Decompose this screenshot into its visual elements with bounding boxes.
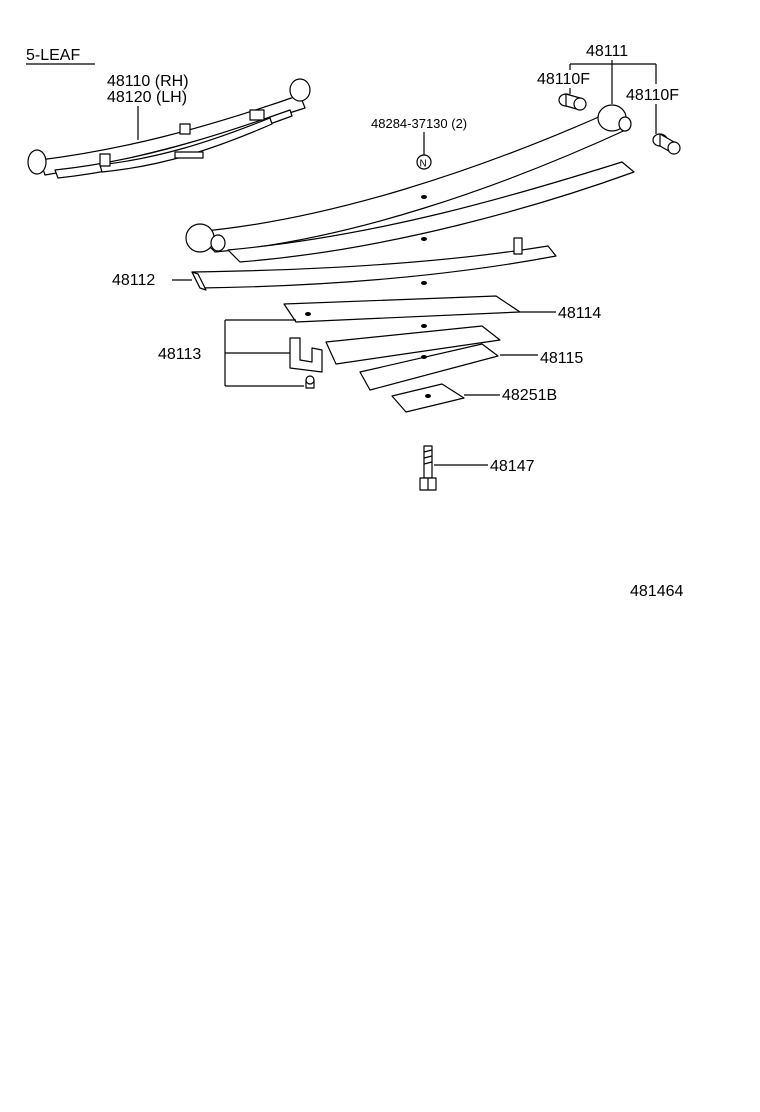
leaf-spring-assembly-thumbnail[interactable] <box>27 78 311 179</box>
pad-48251b[interactable] <box>391 383 465 413</box>
label-48111: 48111 <box>586 43 628 60</box>
bushing-48110f-left[interactable] <box>558 93 587 111</box>
leaf-48112[interactable] <box>191 237 557 291</box>
leaf-lower[interactable] <box>359 343 499 391</box>
clip-48113[interactable] <box>289 337 323 373</box>
leaf-2[interactable] <box>227 161 635 263</box>
label-48110: 48110 (RH) <box>107 73 189 90</box>
label-48113: 48113 <box>158 346 201 363</box>
main-leaf-48111[interactable] <box>185 104 632 253</box>
leaf-48115[interactable] <box>325 324 501 365</box>
center-bolt-48147[interactable] <box>419 445 437 491</box>
label-48110f-left: 48110F <box>537 71 590 88</box>
diagram-title: 5-LEAF <box>26 47 80 64</box>
label-48110f-right: 48110F <box>626 87 679 104</box>
label-48114: 48114 <box>558 305 601 322</box>
label-48284: 48284-37130 (2) <box>371 116 467 131</box>
label-48251b: 48251B <box>502 387 557 404</box>
label-48112: 48112 <box>112 272 155 289</box>
label-48120: 48120 (LH) <box>107 89 187 106</box>
rivet-48113[interactable] <box>305 375 315 389</box>
n-mark-letter: N <box>420 159 427 170</box>
figure-id: 481464 <box>630 583 683 600</box>
label-48147: 48147 <box>490 458 535 475</box>
leaf-48114[interactable] <box>283 295 521 323</box>
label-48115: 48115 <box>540 350 583 367</box>
n-mark-circle <box>416 154 432 170</box>
bushing-48110f-right[interactable] <box>652 133 681 155</box>
